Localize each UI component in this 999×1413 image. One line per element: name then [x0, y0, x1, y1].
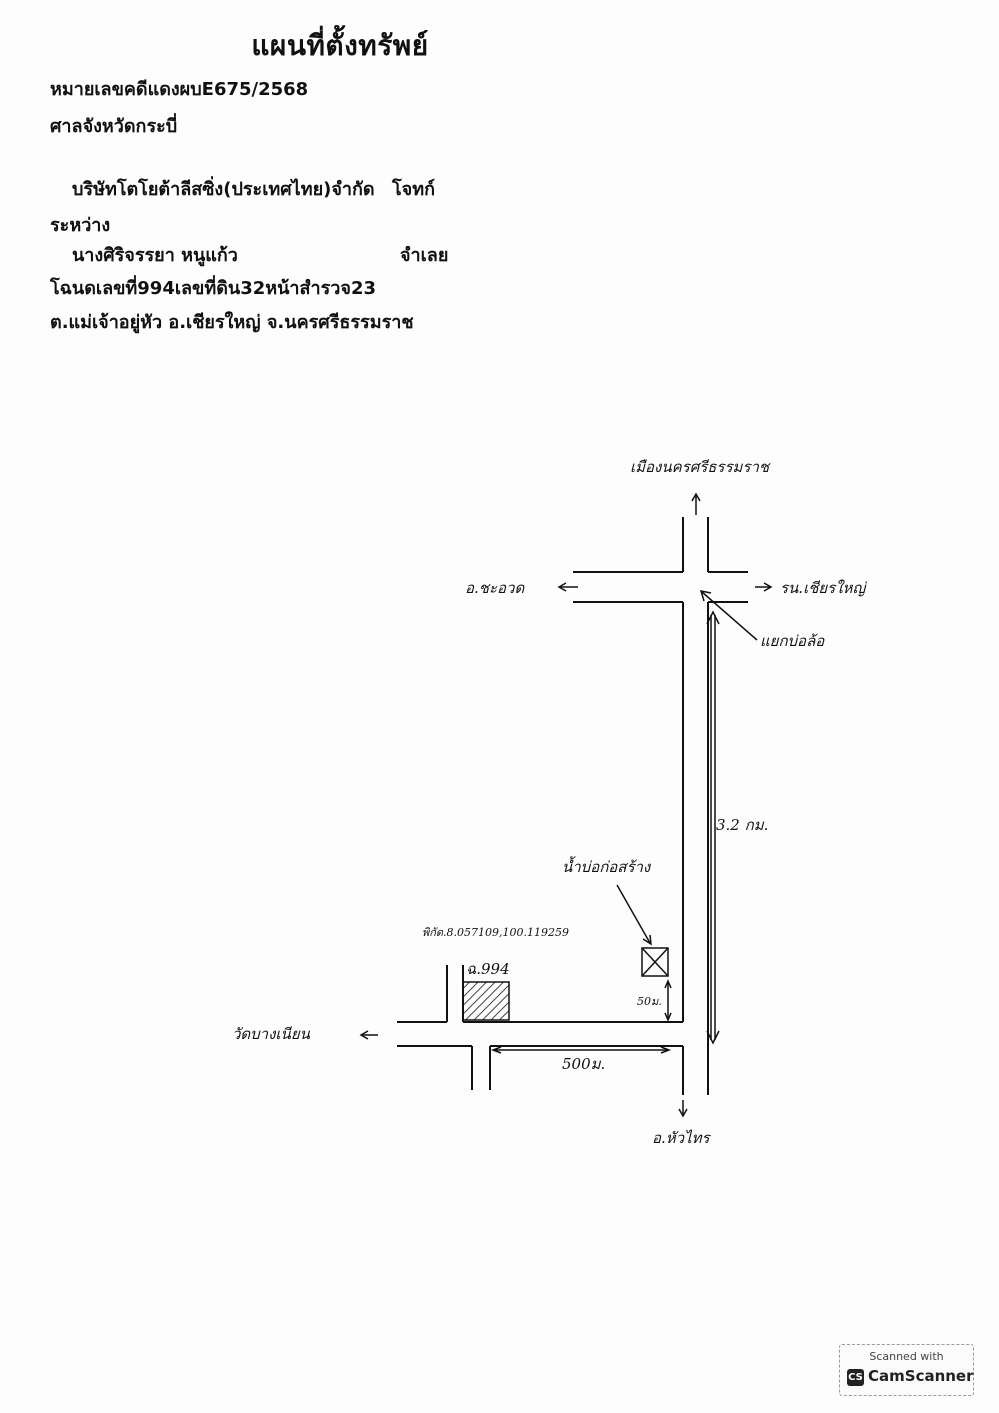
north-label: เมืองนครศรีธรรมราช [630, 458, 771, 476]
camscanner-stamp: Scanned with CS CamScanner [839, 1344, 974, 1396]
deed-info: โฉนดเลขที่994เลขที่ดิน32หน้าสำรวจ23 [50, 278, 376, 299]
court-name: ศาลจังหวัดกระบี่ [50, 116, 178, 137]
distance-bottom-arrow [490, 1046, 672, 1054]
bottom-west-label: วัดบางเนียน [232, 1025, 311, 1043]
west-arrow [557, 582, 578, 592]
cross-road [573, 571, 748, 603]
case-number: หมายเลขคดีแดงผบE675/2568 [50, 79, 309, 100]
defendant-role: จำเลย [400, 245, 449, 266]
south-label: อ.หัวไทร [652, 1129, 712, 1147]
camscanner-logo-icon: CS [847, 1369, 864, 1386]
main-road [682, 517, 709, 1095]
north-arrow [691, 492, 701, 515]
east-arrow [755, 582, 773, 592]
coordinates-label: พิกัด.8.057109,100.119259 [422, 926, 569, 939]
junction-label: แยกบ่อล้อ [760, 632, 825, 650]
junction-pointer-arrow [699, 590, 758, 641]
side-road [397, 965, 683, 1090]
distance-main-arrow [706, 610, 720, 1045]
plaintiff-role: โจทก์ [392, 179, 435, 200]
bottom-west-arrow [359, 1030, 378, 1040]
distance-bottom-label: 500ม. [562, 1055, 605, 1073]
landmark-box [641, 947, 669, 977]
stamp-brand: CamScanner [868, 1367, 974, 1385]
stamp-caption: Scanned with [869, 1350, 944, 1363]
distance-side-label: 50ม. [637, 995, 662, 1008]
defendant-name: นางศิริจรรยา หนูแก้ว [72, 245, 238, 266]
south-arrow [678, 1100, 688, 1118]
landmark-pointer-arrow [616, 884, 652, 946]
distance-main-label: 3.2 กม. [716, 816, 768, 834]
east-label: รน.เชียรใหญ่ [780, 579, 867, 597]
location-info: ต.แม่เจ้าอยู่หัว อ.เชียรใหญ่ จ.นครศรีธรร… [50, 312, 414, 333]
parcel-label: ฉ.994 [466, 960, 510, 978]
west-label: อ.ชะอวด [465, 579, 525, 597]
distance-side-arrow [664, 979, 672, 1022]
land-parcel [462, 981, 510, 1021]
plaintiff-name: บริษัทโตโยต้าลีสซิ่ง(ประเทศไทย)จำกัด [72, 179, 375, 200]
between-label: ระหว่าง [50, 215, 111, 236]
landmark-label: น้ำบ่อก่อสร้าง [562, 856, 652, 876]
document-title: แผนที่ตั้งทรัพย์ [251, 29, 429, 62]
